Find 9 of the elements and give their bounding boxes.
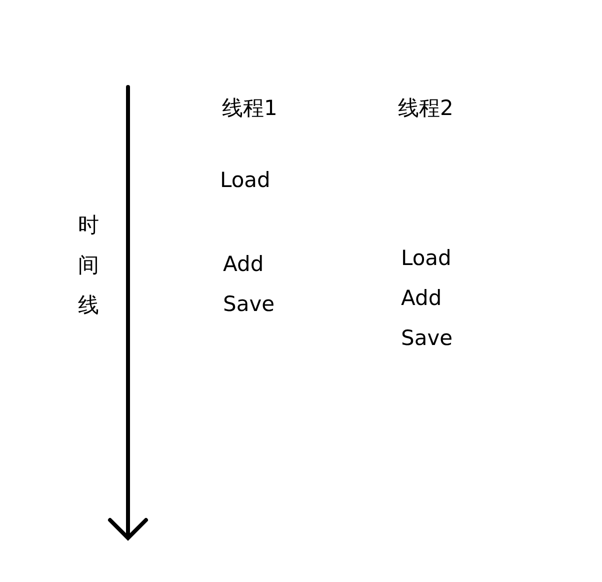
timeline-label: 时间线: [78, 212, 100, 319]
operation-label: Save: [401, 325, 453, 351]
operation-label: Load: [401, 245, 452, 271]
thread-heading: 线程2: [398, 95, 454, 121]
operation-label: Add: [401, 285, 442, 311]
thread-heading: 线程1: [222, 95, 278, 121]
operation-label: Save: [223, 291, 275, 317]
operation-label: Add: [223, 251, 264, 277]
operation-label: Load: [220, 167, 270, 193]
